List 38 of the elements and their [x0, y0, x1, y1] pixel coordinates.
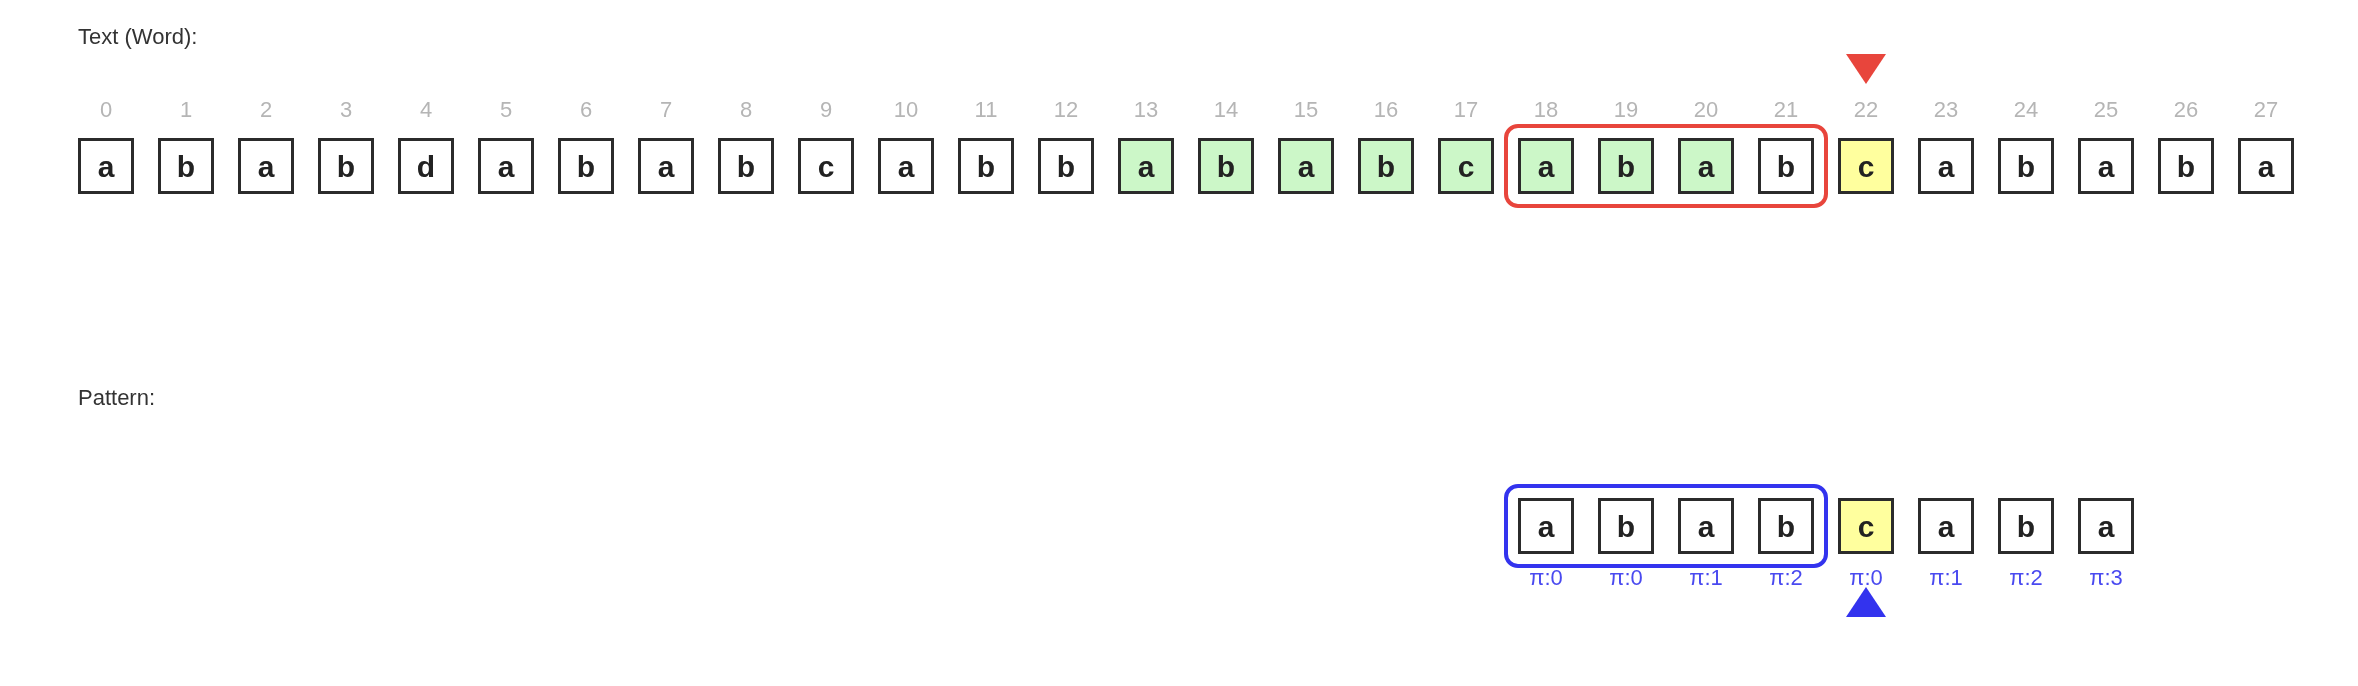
- index-number: 10: [893, 96, 919, 124]
- index-number: 4: [419, 96, 433, 124]
- index-number: 7: [659, 96, 673, 124]
- index-number: 14: [1213, 96, 1239, 124]
- index-number: 3: [339, 96, 353, 124]
- prefix-value: π:0: [1609, 564, 1643, 592]
- index-number: 15: [1293, 96, 1319, 124]
- index-number: 17: [1453, 96, 1479, 124]
- prefix-value: π:1: [1689, 564, 1723, 592]
- row-heading: Text (Word):: [78, 23, 198, 51]
- prefix-value: π:0: [1849, 564, 1883, 592]
- index-number: 13: [1133, 96, 1159, 124]
- index-number: 18: [1533, 96, 1559, 124]
- prefix-value: π:2: [1769, 564, 1803, 592]
- index-number: 24: [2013, 96, 2039, 124]
- index-number: 26: [2173, 96, 2199, 124]
- index-number: 1: [179, 96, 193, 124]
- index-number: 19: [1613, 96, 1639, 124]
- prefix-value: π:3: [2089, 564, 2123, 592]
- index-number: 25: [2093, 96, 2119, 124]
- index-number: 8: [739, 96, 753, 124]
- index-number: 16: [1373, 96, 1399, 124]
- index-number: 11: [974, 96, 998, 124]
- index-number: 6: [579, 96, 593, 124]
- index-number: 2: [259, 96, 273, 124]
- index-number: 21: [1773, 96, 1799, 124]
- index-number: 27: [2253, 96, 2279, 124]
- index-number: 5: [499, 96, 513, 124]
- index-number: 22: [1853, 96, 1879, 124]
- index-number: 20: [1693, 96, 1719, 124]
- index-number: 9: [819, 96, 833, 124]
- prefix-value: π:1: [1929, 564, 1963, 592]
- row-heading: Pattern:: [78, 384, 156, 412]
- prefix-value: π:2: [2009, 564, 2043, 592]
- index-number: 12: [1053, 96, 1079, 124]
- index-number: 23: [1933, 96, 1959, 124]
- index-number: 0: [99, 96, 113, 124]
- prefix-value: π:0: [1529, 564, 1563, 592]
